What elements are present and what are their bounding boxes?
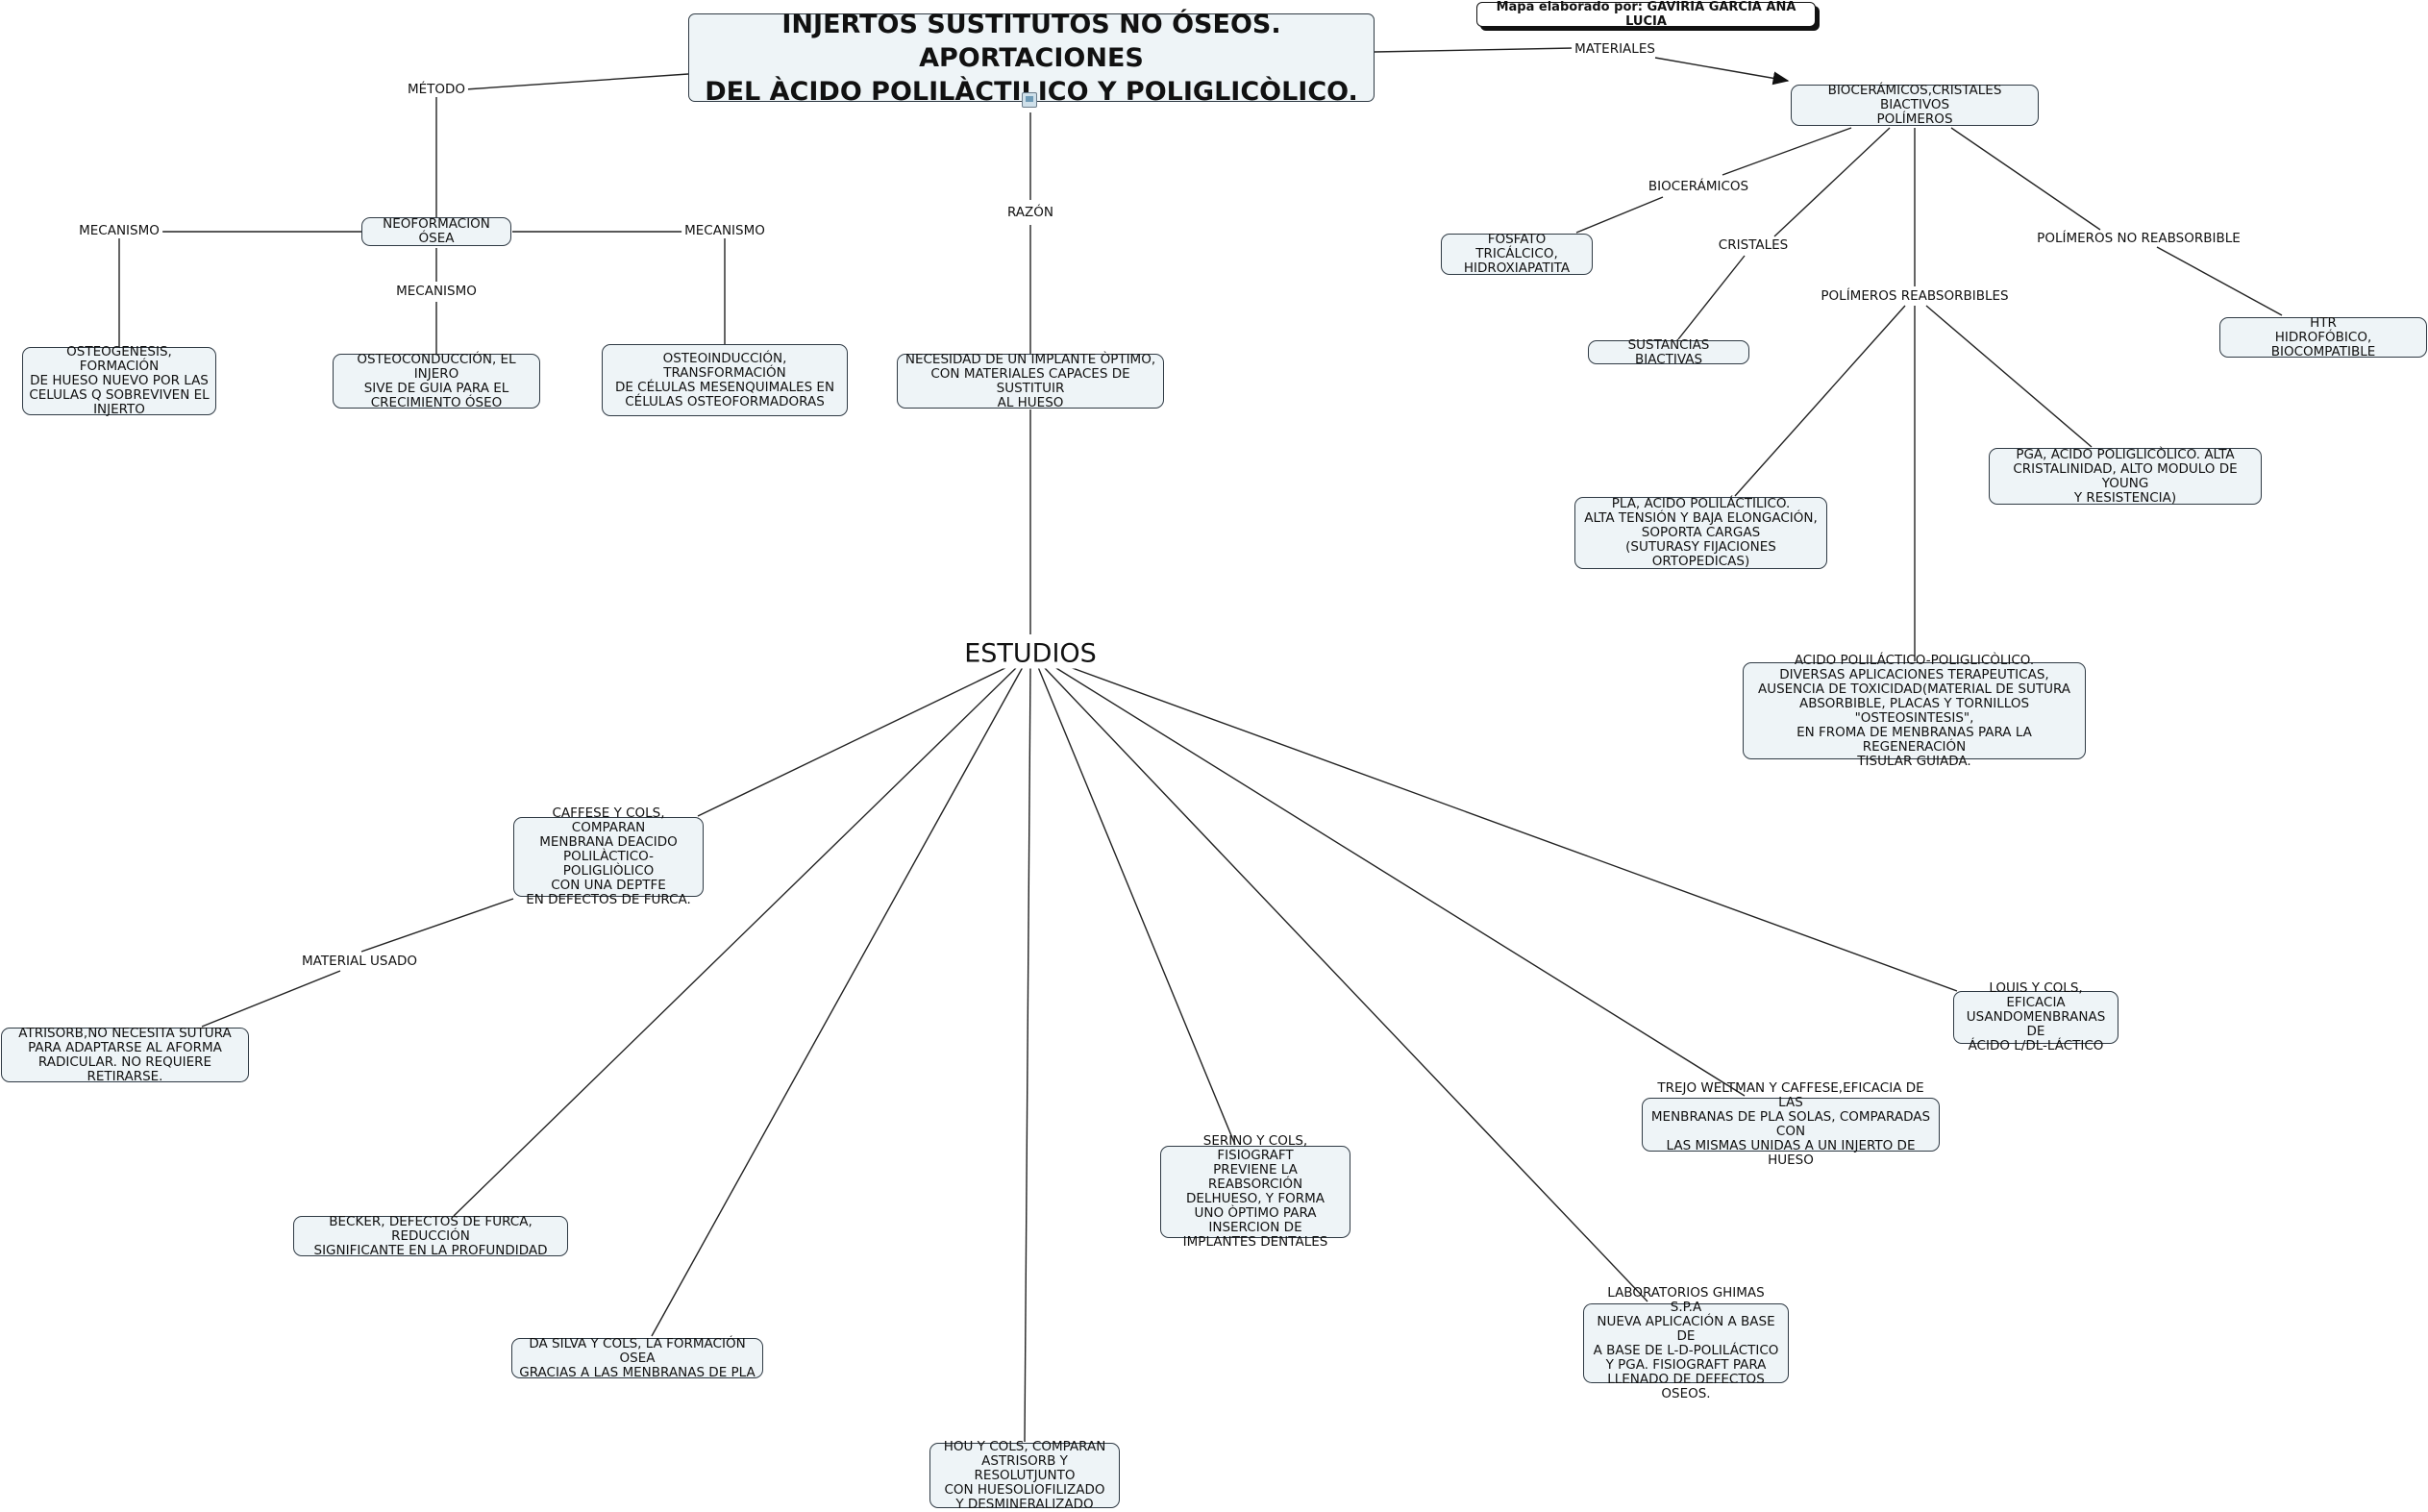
label-materiales: MATERIALES	[1572, 41, 1658, 57]
node-trejo-weltman[interactable]: TREJO WELTMAN Y CAFFESE,EFICACIA DE LAS …	[1642, 1081, 1940, 1168]
node-caffese[interactable]: CAFFESE Y COLS, COMPARAN MENBRANA DEACID…	[513, 806, 704, 907]
document-icon[interactable]	[1022, 92, 1037, 108]
label-bioceramicos: BIOCERÁMICOS	[1645, 179, 1752, 194]
node-fosfato[interactable]: FOSFATO TRICÁLCICO, HIDROXIAPATITA	[1441, 233, 1593, 276]
node-osteoconduccion[interactable]: OSTEOCONDUCCIÓN, EL INJERO SIVE DE GUIA …	[333, 352, 540, 409]
node-acido-polilactico-poliglicolico[interactable]: ACIDO POLILÁCTICO-POLIGLICÒLICO. DIVERSA…	[1743, 653, 2086, 768]
label-mecanismo-mid: MECANISMO	[393, 284, 480, 299]
label-material-usado: MATERIAL USADO	[299, 954, 420, 969]
node-da-silva[interactable]: DA SILVA Y COLS, LA FORMACIÓN OSEA GRACI…	[511, 1336, 763, 1379]
node-neoformacion-osea[interactable]: NEOFORMACION ÓSEA	[361, 217, 511, 246]
node-necesidad-implante[interactable]: NECESIDAD DE UN IMPLANTE ÒPTIMO, CON MAT…	[897, 352, 1164, 409]
node-pga[interactable]: PGA, ACIDO POLIGLICÒLICO. ALTA CRISTALIN…	[1989, 447, 2262, 505]
label-cristales: CRISTALES	[1715, 237, 1792, 253]
node-louis[interactable]: LOUIS Y COLS, EFICACIA USANDOMENBRANAS D…	[1953, 981, 2118, 1053]
node-hou[interactable]: HOU Y COLS, COMPARAN ASTRISORB Y RESOLUT…	[929, 1439, 1120, 1511]
label-mecanismo-left: MECANISMO	[76, 223, 162, 238]
author-badge: Mapa elaborado por: GAVIRIA GARCIA ANA L…	[1476, 0, 1816, 29]
map-title: INJERTOS SUSTITUTOS NO ÓSEOS. APORTACION…	[688, 10, 1375, 107]
node-materiales[interactable]: BIOCERÁMICOS,CRISTALES BIACTIVOS POLÍMER…	[1791, 84, 2039, 127]
node-osteoinduccion[interactable]: OSTEOINDUCCIÓN, TRANSFORMACIÓN DE CÉLULA…	[602, 344, 848, 416]
node-pla[interactable]: PLA, ACIDO POLILÁCTILICO. ALTA TENSIÓN Y…	[1574, 497, 1827, 569]
node-atrisorb[interactable]: ATRISORB,NO NECESITA SUTURA PARA ADAPTAR…	[1, 1026, 249, 1083]
label-metodo: MÉTODO	[404, 82, 469, 97]
label-polimeros-no-reabsorbible: POLÍMEROS NO REABSORBIBLE	[2034, 231, 2243, 246]
label-razon: RAZÓN	[1003, 205, 1057, 220]
node-laboratorios-ghimas[interactable]: LABORATORIOS GHIMAS S.P.A NUEVA APLICACI…	[1583, 1285, 1789, 1400]
node-htr[interactable]: HTR HIDROFÓBICO, BIOCOMPATIBLE	[2219, 315, 2427, 359]
label-polimeros-reabsorbibles: POLÍMEROS REABSORBIBLES	[1818, 288, 2012, 304]
node-serino[interactable]: SERINO Y COLS, FISIOGRAFT PREVIENE LA RE…	[1160, 1134, 1350, 1250]
node-becker[interactable]: BECKER, DEFECTOS DE FURCA, REDUCCIÓN SIG…	[293, 1214, 568, 1257]
label-mecanismo-right: MECANISMO	[681, 223, 768, 238]
node-osteogenesis[interactable]: OSTEOGENESIS, FORMACIÓN DE HUESO NUEVO P…	[22, 345, 216, 417]
node-sustancias-biactivas[interactable]: SUSTANCIAS BIACTIVAS	[1588, 337, 1749, 366]
label-estudios: ESTUDIOS	[958, 638, 1103, 669]
